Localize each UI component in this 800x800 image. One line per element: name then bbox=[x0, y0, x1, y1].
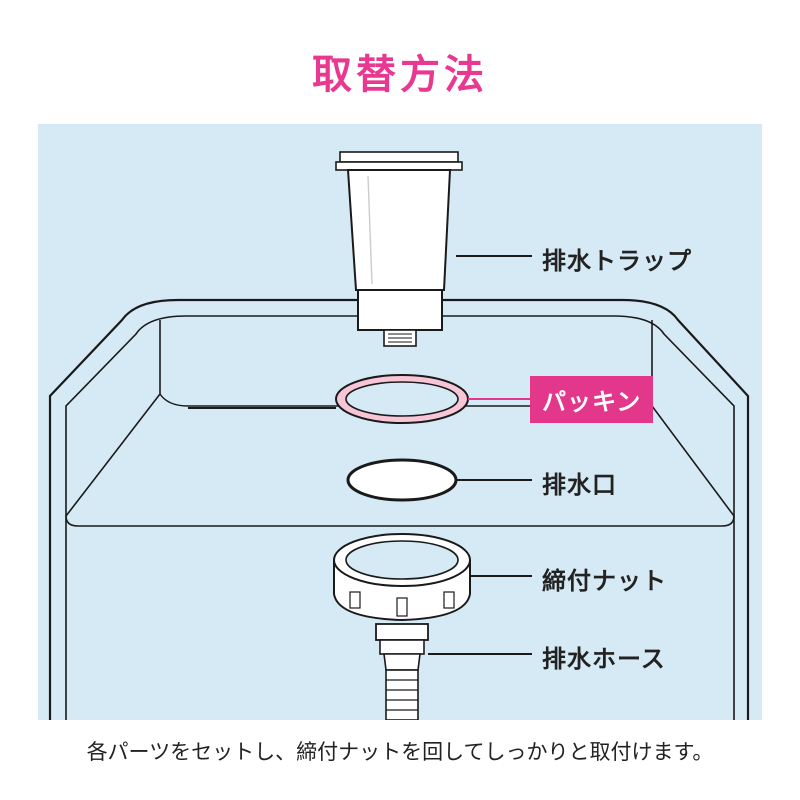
packing-ring bbox=[335, 374, 469, 424]
label-hose: 排水ホース bbox=[542, 645, 666, 673]
drain-trap bbox=[335, 151, 463, 347]
drain-port bbox=[346, 458, 458, 502]
tightening-nut bbox=[333, 533, 471, 622]
sink-diagram bbox=[38, 124, 762, 720]
label-trap: 排水トラップ bbox=[542, 247, 692, 275]
sink-basin bbox=[65, 320, 735, 527]
instruction-caption: 各パーツをセットし、締付ナットを回してしっかりと取付けます。 bbox=[86, 740, 714, 764]
page-title: 取替方法 bbox=[312, 52, 488, 98]
label-nut: 締付ナット bbox=[542, 567, 667, 595]
diagram-panel: 排水トラップ パッキン 排水口 締付ナット 排水ホース bbox=[38, 124, 762, 720]
label-packing: パッキン bbox=[530, 376, 654, 423]
drain-hose bbox=[375, 623, 429, 720]
label-drain-port: 排水口 bbox=[542, 471, 617, 499]
